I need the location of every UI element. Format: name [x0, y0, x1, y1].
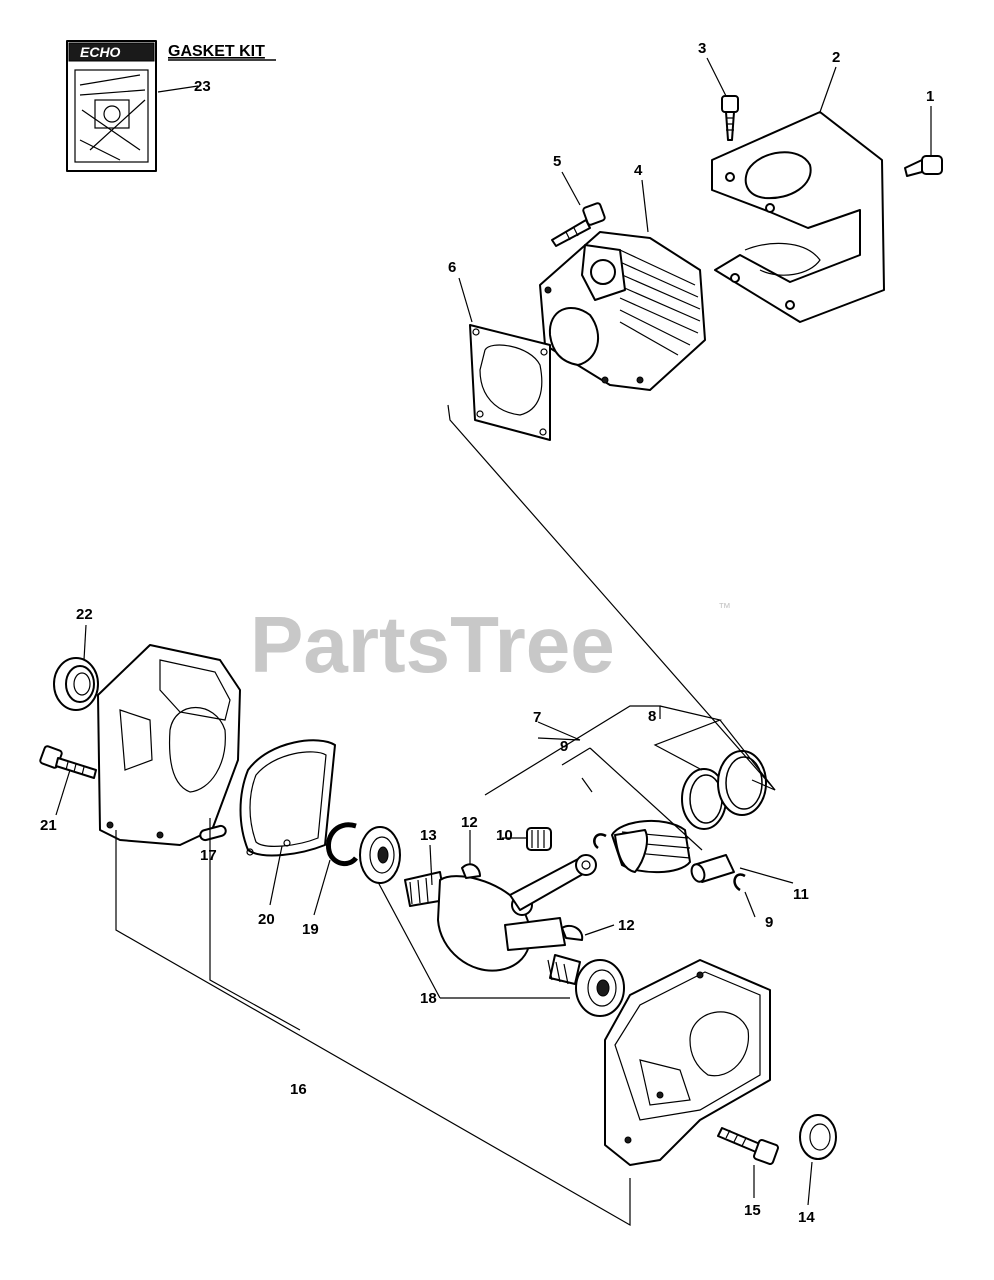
callout-8: 8: [648, 708, 656, 725]
circlip-9-upper: [593, 833, 607, 849]
echo-logo: [68, 42, 155, 62]
callout-19: 19: [302, 921, 319, 938]
muffler-cover: [711, 111, 885, 323]
callout-2: 2: [832, 49, 840, 66]
callout-15: 15: [744, 1202, 761, 1219]
bearing-18-left: [359, 826, 401, 884]
dowel-pin-17: [199, 824, 227, 842]
callout-14: 14: [798, 1209, 815, 1226]
callout-4: 4: [634, 162, 643, 179]
callout-11: 11: [793, 886, 809, 903]
retaining-ring-19: [326, 822, 358, 866]
piston: [611, 819, 691, 874]
cylinder-gasket: [469, 324, 551, 441]
cylinder: [539, 231, 706, 391]
crankshaft: [404, 871, 581, 985]
right-crankcase: [604, 959, 771, 1166]
bolt-15: [717, 1127, 779, 1165]
needle-bearing-10: [526, 827, 552, 851]
callout-23: 23: [194, 78, 211, 95]
woodruff-key-12-lower: [561, 924, 584, 941]
screw-5: [551, 202, 606, 247]
bearing-18-right: [575, 959, 625, 1017]
left-crankcase: [97, 644, 241, 846]
callout-6: 6: [448, 259, 456, 276]
watermark-text: PartsTree: [250, 600, 615, 689]
piston-rings-8: [681, 750, 767, 830]
gasket-kit-title: GASKET KIT: [168, 43, 265, 60]
callout-20: 20: [258, 911, 275, 928]
callout-21: 21: [40, 817, 57, 834]
oil-seal-22: [53, 657, 99, 711]
woodruff-key-12-upper: [461, 863, 481, 879]
connecting-rod: [509, 854, 597, 911]
callout-16: 16: [290, 1081, 307, 1098]
callout-13: 13: [420, 827, 437, 844]
callout-10: 10: [496, 827, 513, 844]
piston-pin-11: [690, 854, 735, 883]
gasket-kit-inset: ECHO GASKET KIT: [66, 40, 276, 172]
callout-22: 22: [76, 606, 93, 623]
callout-9-upper: 9: [560, 738, 568, 755]
leader-lines: [55, 57, 932, 1227]
crankcase-gasket: [239, 739, 336, 857]
oil-seal-14: [799, 1114, 837, 1160]
callout-9-lower: 9: [765, 914, 773, 931]
circlip-9-lower: [733, 873, 746, 892]
screw-1: [904, 155, 943, 177]
watermark-trademark: ™: [718, 600, 731, 615]
echo-logo-text: ECHO: [80, 44, 121, 60]
callout-7: 7: [533, 709, 541, 726]
callout-17: 17: [200, 847, 217, 864]
callout-3: 3: [698, 40, 706, 57]
callout-18: 18: [420, 990, 437, 1007]
callout-12-lower: 12: [618, 917, 635, 934]
callout-5: 5: [553, 153, 561, 170]
screw-3: [721, 95, 739, 141]
callout-1: 1: [926, 88, 934, 105]
callout-12-upper: 12: [461, 814, 478, 831]
callouts: 1 2 3 4 5 6 7 8 9 9 10 11 12 12 13 14 15…: [40, 40, 934, 1226]
bolt-21: [39, 745, 97, 779]
